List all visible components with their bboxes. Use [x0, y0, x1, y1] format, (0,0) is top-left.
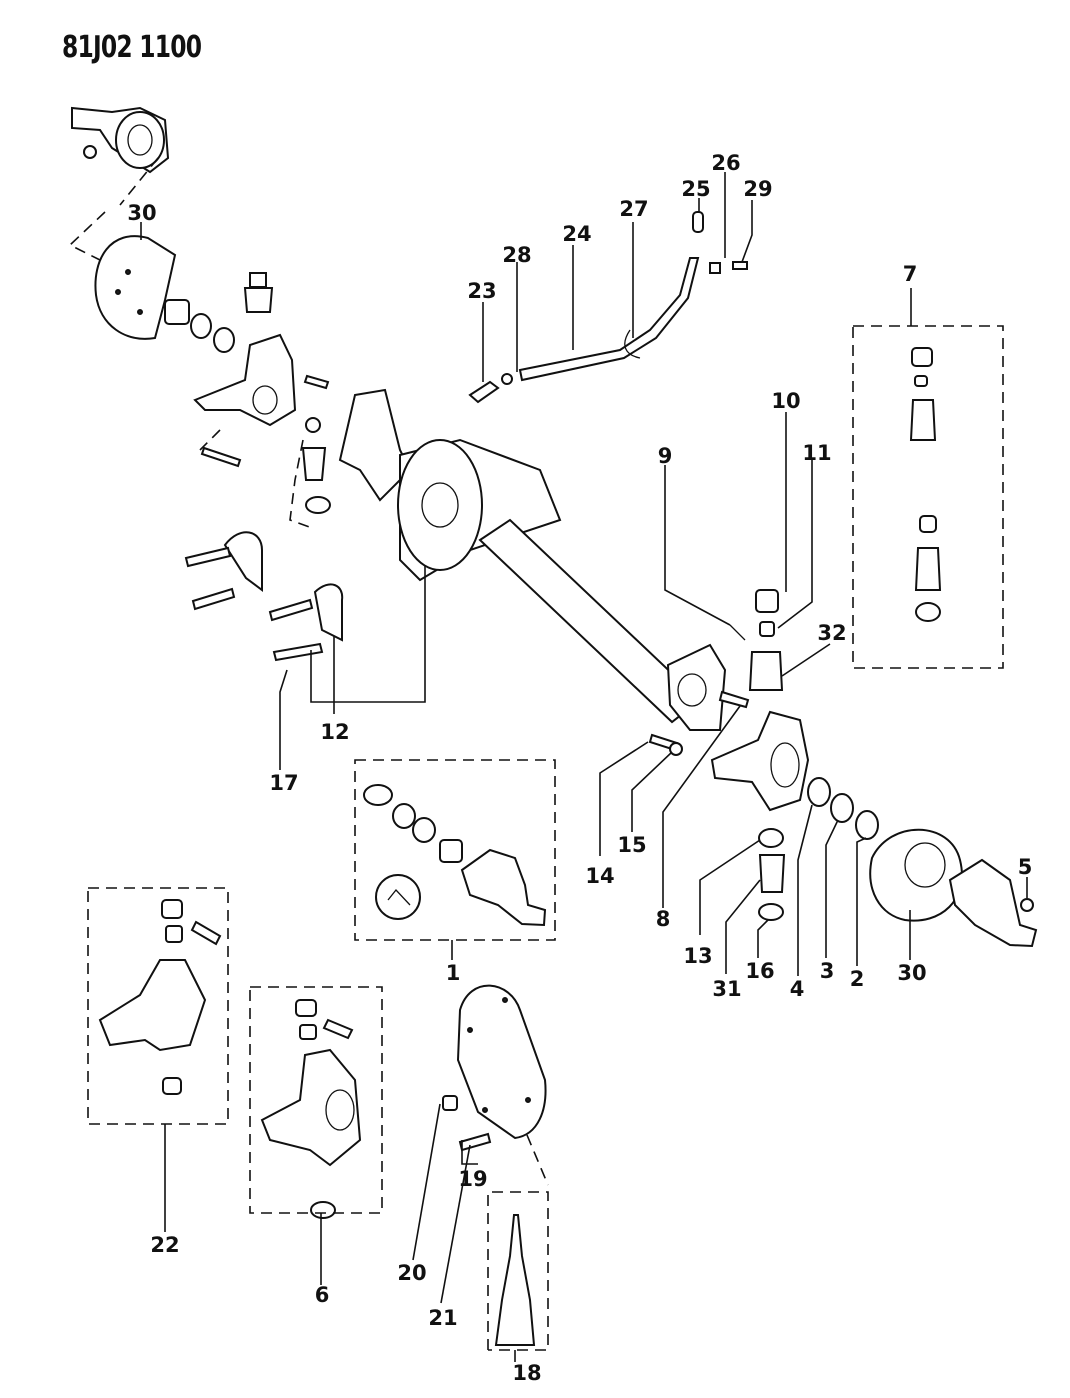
bolt-set-left: [200, 374, 331, 514]
callout-c22: 22: [150, 1233, 179, 1257]
callout-c30a: 30: [127, 201, 156, 225]
callout-c15: 15: [617, 833, 646, 857]
callout-c9: 9: [658, 444, 673, 468]
steering-arm-kit-parts: [98, 899, 222, 1095]
callout-c4: 4: [790, 977, 805, 1001]
brake-shield-hub-right: [869, 828, 1038, 948]
callout-c29: 29: [743, 177, 772, 201]
sealant-tube: [494, 1214, 536, 1346]
group-box-18: [487, 1191, 549, 1351]
callout-c16: 16: [745, 959, 774, 983]
callout-c27: 27: [619, 197, 648, 221]
knuckle-kit-parts: [260, 999, 362, 1219]
callout-c10: 10: [771, 389, 800, 413]
callout-c18: 18: [512, 1361, 541, 1385]
differential-cover: [442, 984, 547, 1152]
group-box-7: [852, 325, 1004, 669]
callout-c26: 26: [711, 151, 740, 175]
caps-bolts-left: [184, 531, 344, 662]
callout-c11: 11: [802, 441, 831, 465]
steering-knuckle-left: [193, 333, 297, 427]
group-box-6: [249, 986, 383, 1214]
ball-joint-upper-left: [243, 272, 274, 313]
callout-c6: 6: [315, 1283, 330, 1307]
callout-c17: 17: [269, 771, 298, 795]
callout-c23: 23: [467, 279, 496, 303]
tie-rod-parts-right: [648, 589, 784, 756]
callout-c14: 14: [585, 864, 614, 888]
brake-shield-left: [94, 235, 177, 340]
callout-c2: 2: [850, 967, 865, 991]
callout-c25: 25: [681, 177, 710, 201]
callout-c30b: 30: [897, 961, 926, 985]
callout-c19: 19: [458, 1167, 487, 1191]
callout-c7: 7: [903, 262, 918, 286]
group-box-22: [87, 887, 229, 1125]
callout-c31: 31: [712, 977, 741, 1001]
callout-c21: 21: [428, 1306, 457, 1330]
axle-housing: [338, 388, 727, 731]
spindle-kit-parts: [363, 784, 547, 927]
callout-c24: 24: [562, 222, 591, 246]
callout-c32: 32: [817, 621, 846, 645]
callout-c13: 13: [683, 944, 712, 968]
figure-code: 81J02 1100: [62, 30, 202, 65]
ball-joint-kit-parts: [909, 347, 942, 622]
callout-c12: 12: [320, 720, 349, 744]
steering-knuckle-right: [710, 710, 810, 812]
group-box-1: [354, 759, 556, 941]
callout-c3: 3: [820, 959, 835, 983]
callout-c8: 8: [656, 907, 671, 931]
callout-c28: 28: [502, 243, 531, 267]
callout-c20: 20: [397, 1261, 426, 1285]
callout-c5: 5: [1018, 855, 1033, 879]
vent-hose: [468, 211, 748, 404]
callout-c1: 1: [446, 961, 461, 985]
spindle-top-left: [71, 106, 170, 174]
bearing-seals-right: [758, 777, 879, 921]
bearing-seals-left: [164, 299, 235, 353]
